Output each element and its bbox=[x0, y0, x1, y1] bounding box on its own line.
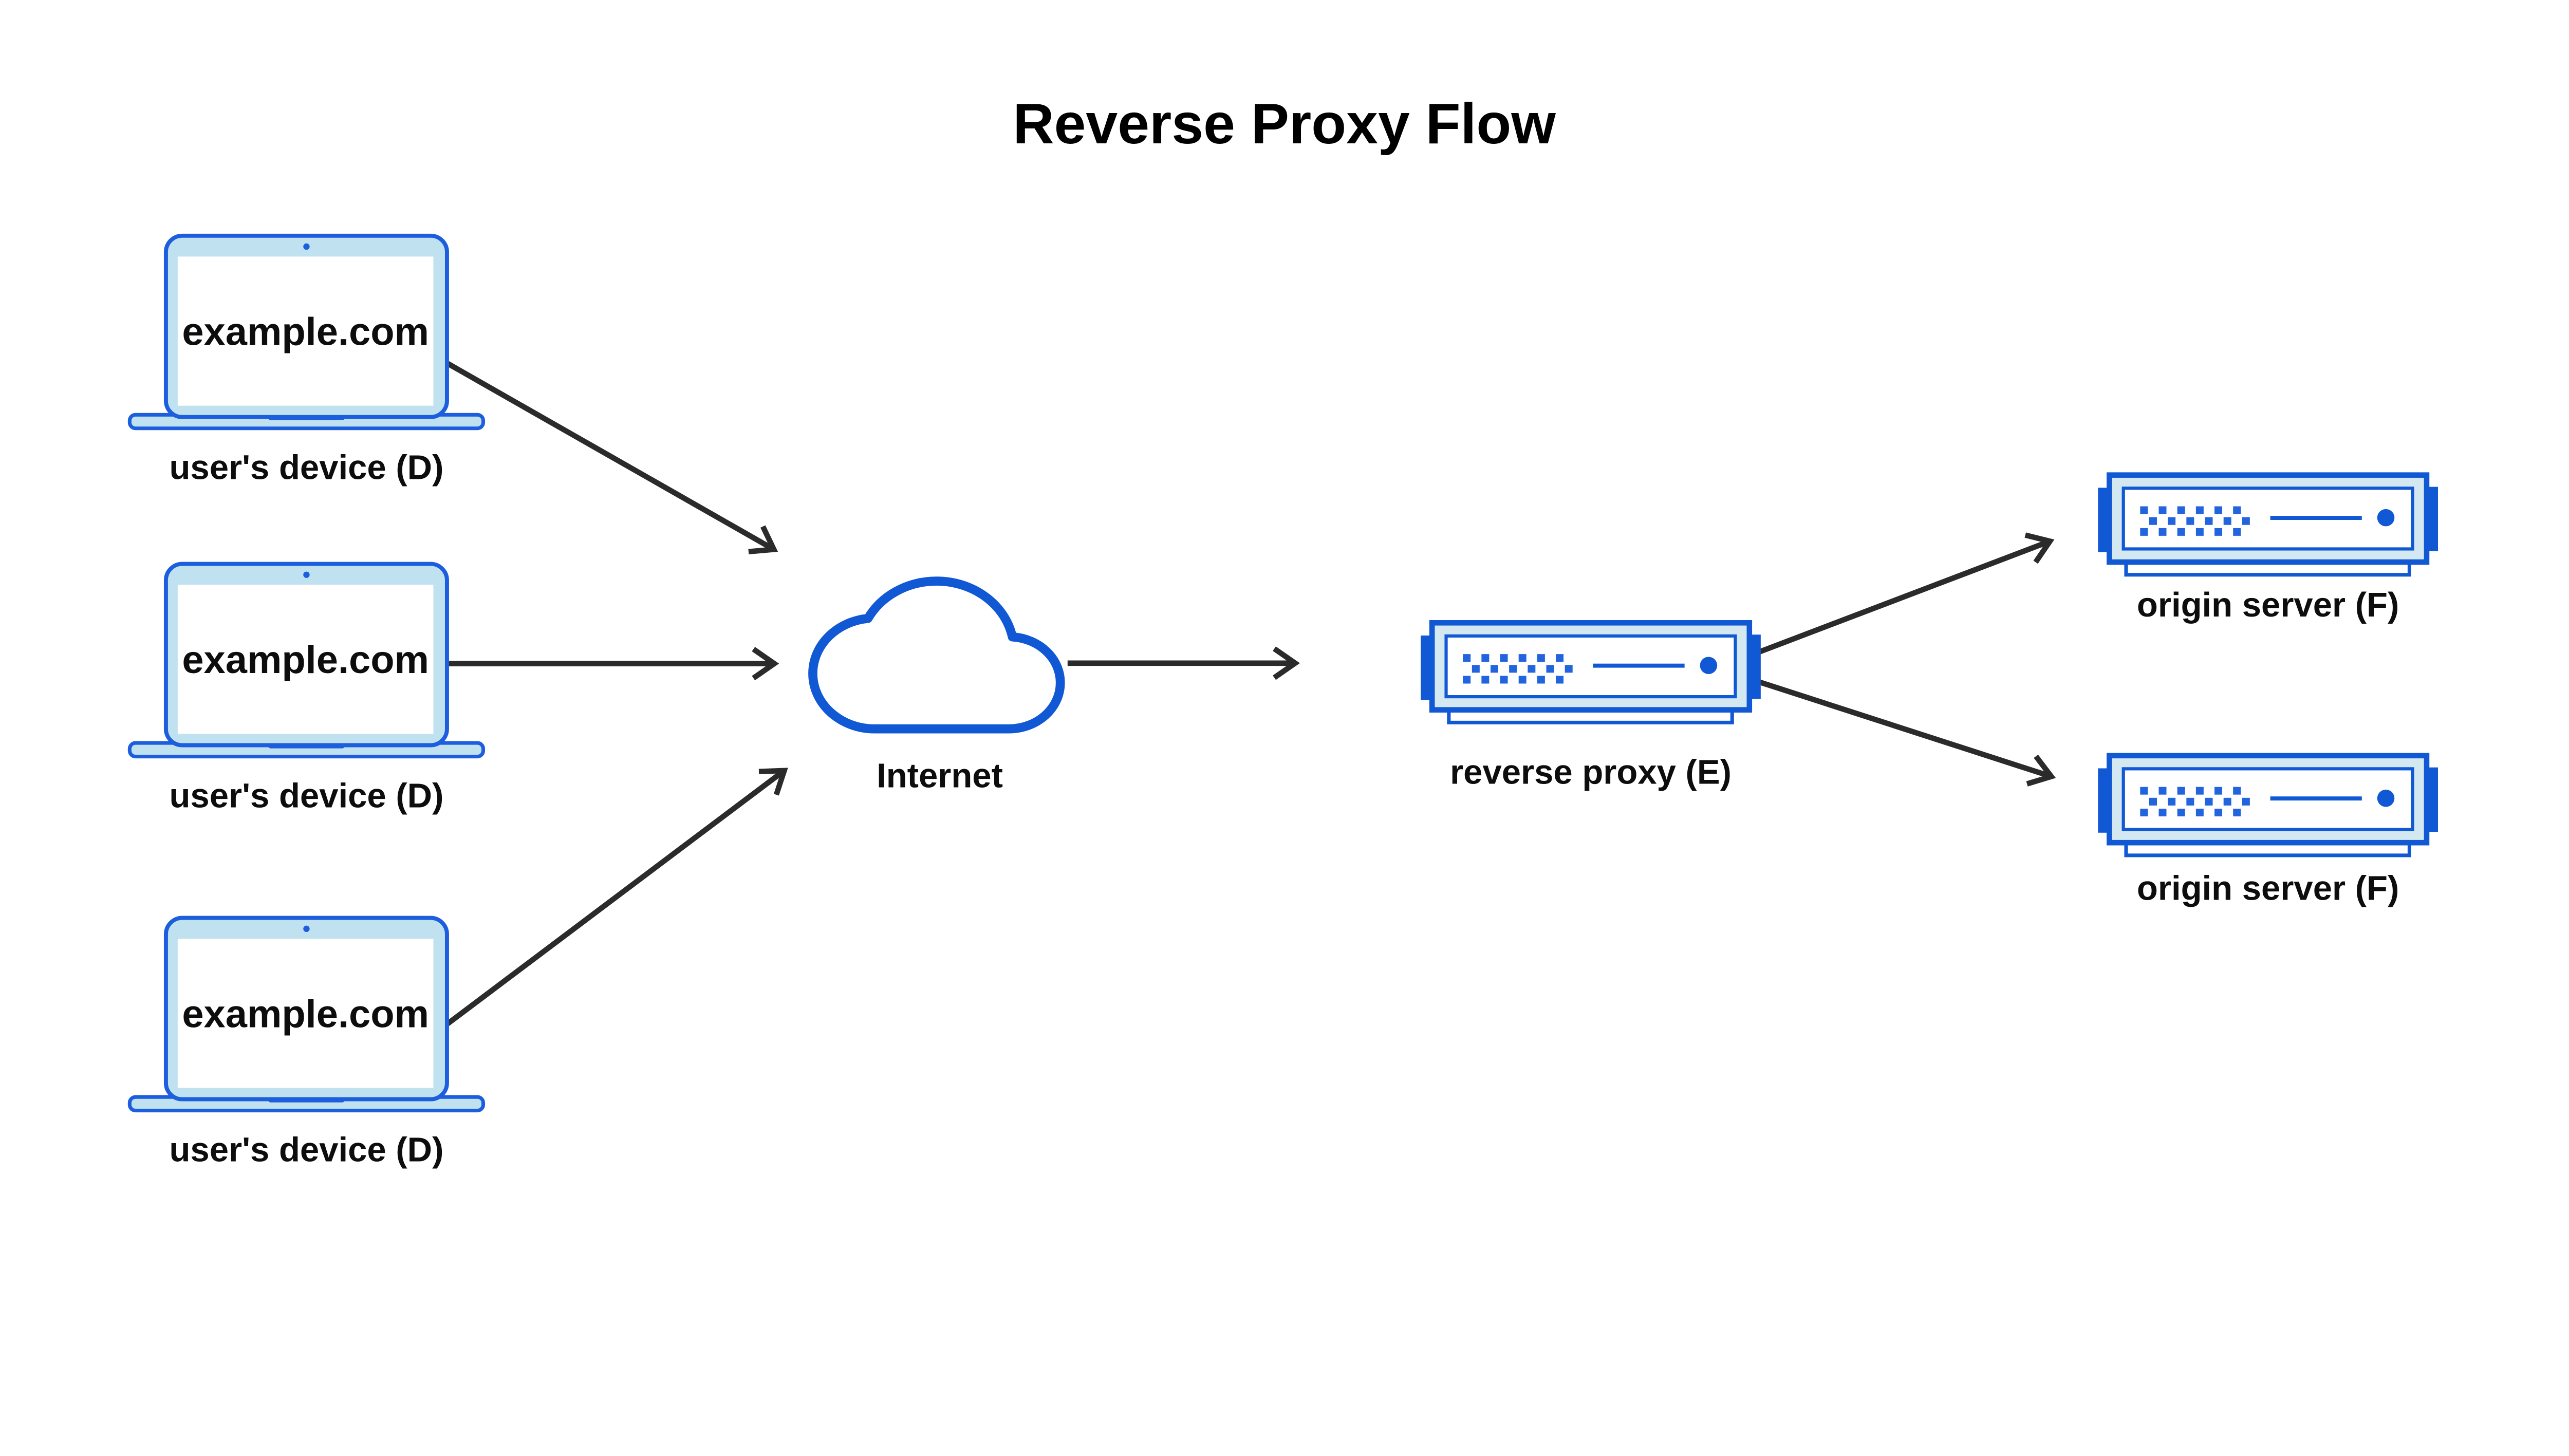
arrow-proxy-to-origin1 bbox=[1756, 532, 2055, 656]
node-origin-server-2: origin server (F) bbox=[2098, 756, 2438, 907]
node-user-device-1: example.com user's device (D) bbox=[129, 236, 483, 487]
page-title: Reverse Proxy Flow bbox=[1013, 91, 1556, 156]
cloud-icon bbox=[808, 576, 1065, 734]
server-icon bbox=[2098, 475, 2438, 575]
node-reverse-proxy: reverse proxy (E) bbox=[1421, 623, 1761, 791]
internet-label: Internet bbox=[877, 757, 1003, 795]
device-label: user's device (D) bbox=[169, 449, 443, 487]
arrow-device1-to-internet bbox=[445, 361, 778, 555]
arrow-proxy-to-origin2 bbox=[1756, 679, 2056, 787]
device-screen-text: example.com bbox=[182, 992, 429, 1036]
reverse-proxy-flow-diagram: Reverse Proxy Flow example.com user's de… bbox=[0, 91, 2569, 1169]
server-icon bbox=[2098, 756, 2438, 855]
device-label: user's device (D) bbox=[169, 776, 443, 815]
diagram-canvas: Reverse Proxy Flow example.com user's de… bbox=[0, 91, 2569, 1169]
arrow-device3-to-internet bbox=[442, 768, 788, 1029]
server-icon bbox=[1421, 623, 1761, 722]
device-screen-text: example.com bbox=[182, 310, 429, 353]
node-internet: Internet bbox=[808, 576, 1065, 795]
flow-arrows bbox=[442, 361, 2056, 1029]
origin-server-label: origin server (F) bbox=[2137, 869, 2399, 907]
node-origin-server-1: origin server (F) bbox=[2098, 475, 2438, 624]
device-screen-text: example.com bbox=[182, 638, 429, 682]
device-label: user's device (D) bbox=[169, 1130, 443, 1169]
origin-server-label: origin server (F) bbox=[2137, 586, 2399, 624]
node-user-device-2: example.com user's device (D) bbox=[129, 564, 483, 815]
reverse-proxy-label: reverse proxy (E) bbox=[1450, 753, 1732, 791]
node-user-device-3: example.com user's device (D) bbox=[129, 918, 483, 1169]
